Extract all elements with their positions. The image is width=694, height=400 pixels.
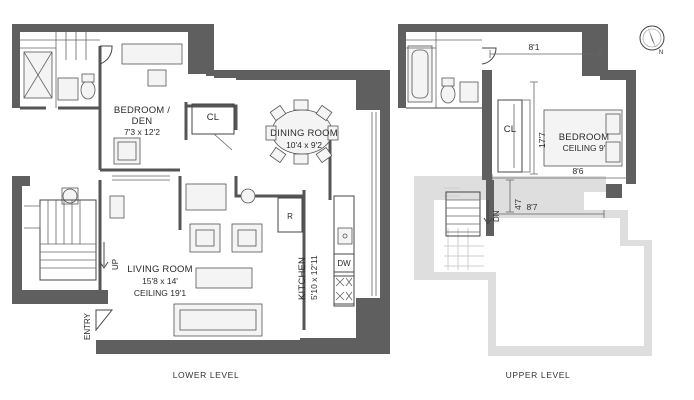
refrigerator-label: R xyxy=(287,212,293,221)
lower-interior-walls xyxy=(20,46,332,330)
kitchen-name: KITCHEN xyxy=(297,257,308,300)
upper-closet-label: CL xyxy=(504,124,517,135)
upper-closet xyxy=(497,99,523,173)
upper-top-width: 8'1 xyxy=(528,42,539,52)
lower-column-nw xyxy=(188,24,214,74)
compass-north-label: N xyxy=(659,50,663,56)
lower-closet-label: CL xyxy=(207,112,220,123)
upper-level-plan xyxy=(398,24,652,356)
upper-height-dim: 17'7 xyxy=(537,132,547,148)
lower-bedroom-door xyxy=(99,45,113,65)
upper-middle-width: 8'6 xyxy=(572,166,583,176)
upper-bath-door xyxy=(481,47,497,65)
lower-wall-bottom xyxy=(96,340,300,354)
dining-room-name: DINING ROOM xyxy=(270,128,338,139)
upper-stairs xyxy=(445,191,493,237)
lower-column-ne xyxy=(356,70,390,110)
entry-label: ENTRY xyxy=(83,312,92,340)
lower-coffee-table xyxy=(195,267,253,289)
upper-column-ne xyxy=(582,24,608,76)
upper-toilet xyxy=(440,84,456,104)
bedroom-den-name-1: BEDROOM / xyxy=(114,105,170,116)
lower-desk xyxy=(121,43,183,65)
bedroom-den-size: 7'3 x 12'2 xyxy=(124,127,160,137)
upper-wall-south xyxy=(486,180,494,236)
dishwasher xyxy=(333,253,355,273)
refrigerator xyxy=(277,197,303,233)
kitchen-size: 5'10 x 12'11 xyxy=(309,255,319,300)
lower-toilet xyxy=(80,80,96,100)
bedroom-den-name-2: DEN xyxy=(132,116,153,127)
upper-open-to-below xyxy=(414,176,652,356)
lower-column-sw xyxy=(12,290,108,304)
lower-stairs xyxy=(24,199,109,281)
upper-bedroom-name: BEDROOM xyxy=(559,132,610,143)
lower-closet xyxy=(191,103,235,135)
dishwasher-label: DW xyxy=(337,259,351,268)
entry-door xyxy=(95,309,114,332)
compass-icon: N xyxy=(639,25,665,56)
living-room-size: 15'8 x 14' xyxy=(142,276,178,286)
upper-landing-dim: 4'7 xyxy=(513,199,523,210)
lower-sink xyxy=(57,77,79,101)
upper-bedroom-ceiling: CEILING 9' xyxy=(563,143,606,153)
lower-level-plan xyxy=(12,24,390,354)
upper-bottom-width: 8'7 xyxy=(526,202,537,212)
upper-level-label: UPPER LEVEL xyxy=(506,370,571,380)
kitchen-counter xyxy=(333,195,355,307)
living-room-ceiling: CEILING 19'1 xyxy=(134,288,186,298)
upper-stair-label: DN xyxy=(492,210,501,222)
living-room-name: LIVING ROOM xyxy=(127,264,193,275)
lower-column-se xyxy=(356,298,390,354)
upper-sink xyxy=(459,81,479,103)
lower-wall-west xyxy=(12,176,30,300)
upper-column-e xyxy=(606,184,622,198)
upper-dimension-lines xyxy=(489,50,629,218)
stove xyxy=(333,275,355,305)
dining-room-size: 10'4 x 9'2 xyxy=(286,140,322,150)
lower-stair-label: UP xyxy=(111,259,120,270)
lower-level-label: LOWER LEVEL xyxy=(173,370,240,380)
